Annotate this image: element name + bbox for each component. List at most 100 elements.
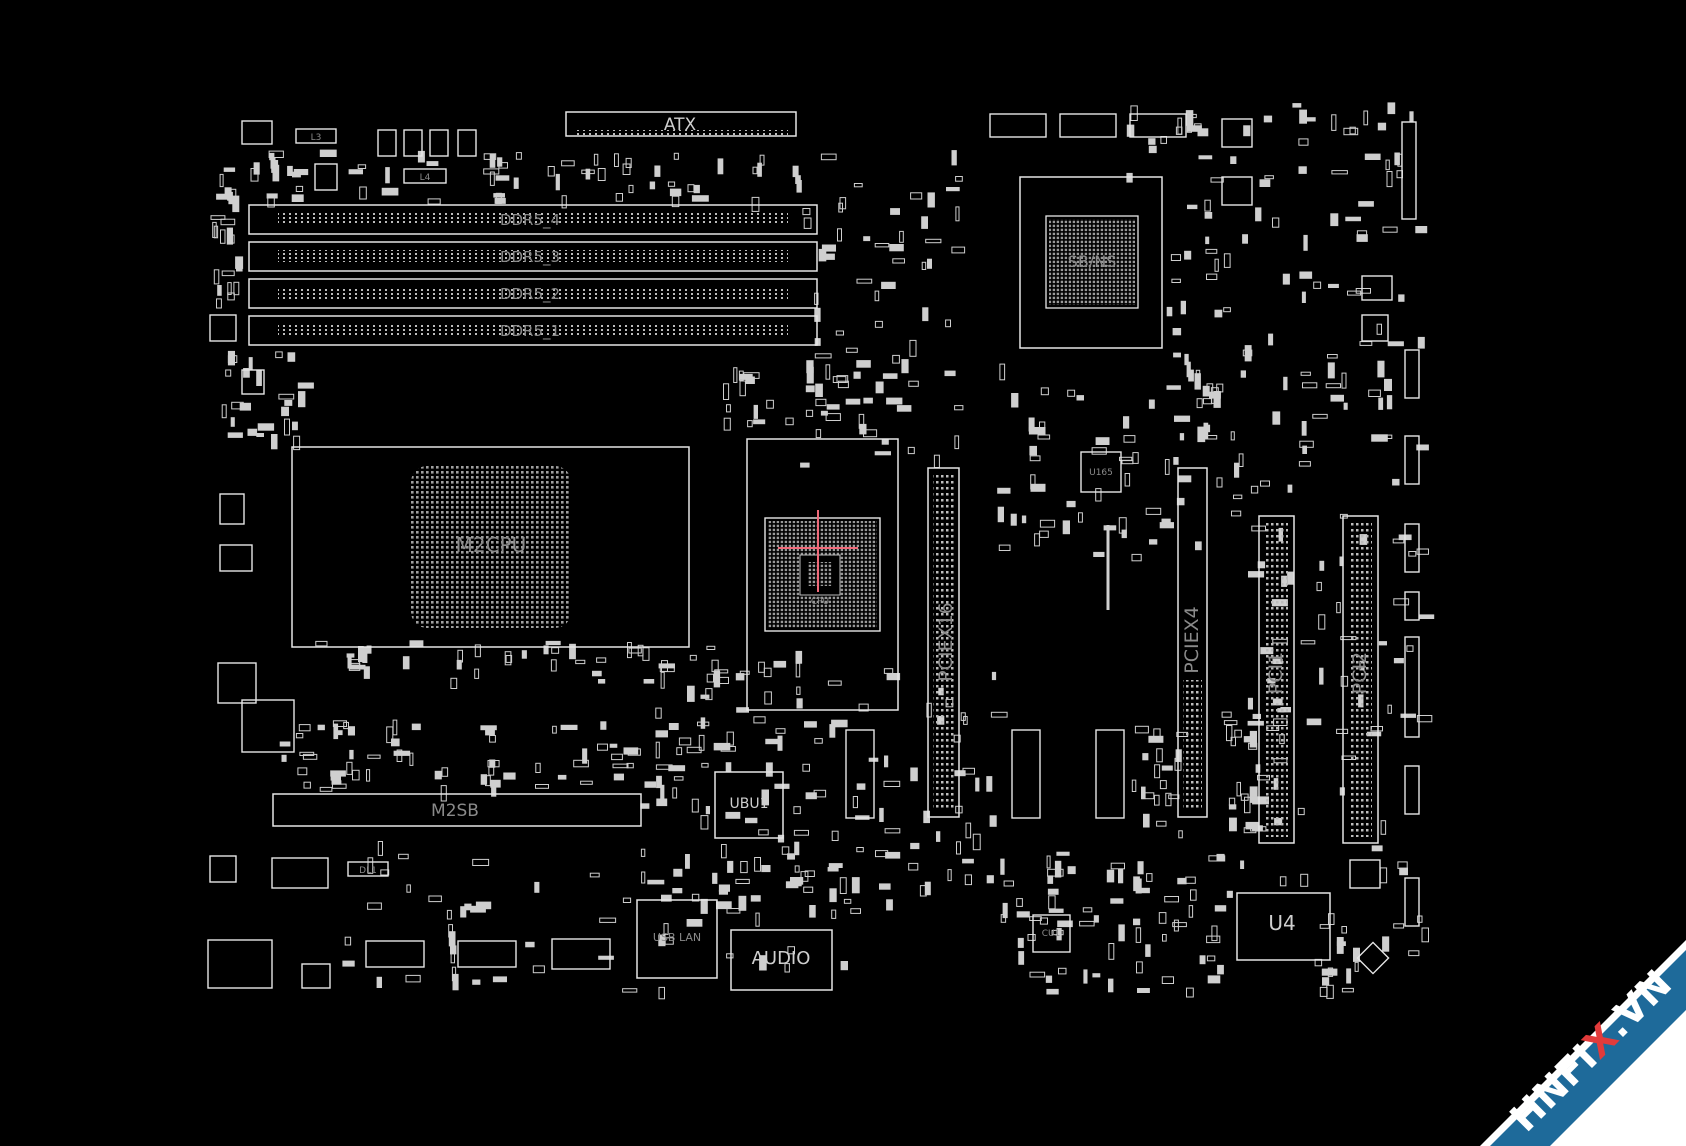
passive-pad [1067, 866, 1076, 875]
passive-pad [236, 256, 243, 272]
passive-pad [669, 188, 682, 197]
passive-pad [828, 863, 843, 868]
passive-pad [489, 759, 496, 768]
passive-pad [1349, 126, 1356, 135]
passive-pad [1149, 539, 1158, 545]
passive-pad [745, 817, 758, 824]
passive-pad [569, 643, 576, 660]
passive-pad [625, 157, 632, 168]
passive-pad [1392, 538, 1405, 544]
passive-pad [597, 168, 606, 181]
pciex4-label: PCIEX4 [1181, 606, 1203, 673]
passive-pad [700, 898, 708, 914]
passive-pad [330, 773, 342, 781]
passive-pad [480, 774, 488, 785]
bottom-left-connectors [207, 314, 611, 989]
passive-pad [1018, 951, 1025, 965]
passive-pad [859, 423, 867, 435]
passive-pad [1137, 988, 1150, 993]
passive-pad [1066, 500, 1076, 508]
passive-pad [1247, 697, 1254, 710]
passive-pad [945, 319, 951, 328]
passive-pad [1214, 309, 1223, 318]
passive-pad [485, 729, 495, 736]
passive-pad [213, 225, 219, 239]
passive-pad [446, 909, 452, 920]
passive-pad [315, 640, 328, 647]
passive-pad [946, 187, 960, 192]
passive-pad [1048, 908, 1064, 913]
passive-pad [874, 243, 890, 248]
passive-pad [726, 908, 741, 914]
passive-pad [230, 417, 235, 427]
passive-pad [947, 869, 952, 882]
passive-pad [543, 645, 549, 655]
passive-pad [740, 861, 748, 874]
passive-pad [495, 192, 502, 205]
passive-pad [678, 737, 692, 746]
passive-pad [1093, 915, 1099, 923]
passive-pad [1300, 873, 1309, 887]
passive-pad [232, 195, 240, 213]
passive-pad [673, 776, 684, 781]
passive-pad [908, 862, 919, 871]
passive-pad [409, 752, 414, 766]
passive-pad [668, 765, 686, 772]
passive-pad [1188, 905, 1194, 918]
passive-pad [921, 216, 929, 229]
passive-pad [713, 742, 731, 751]
passive-pad [1194, 123, 1202, 131]
passive-pad [1322, 977, 1330, 986]
passive-pad [596, 657, 607, 663]
passive-pad [884, 755, 889, 768]
passive-pad [805, 385, 815, 393]
passive-pad [1382, 226, 1398, 233]
passive-pad [1264, 175, 1274, 180]
passive-pad [1095, 488, 1102, 502]
passive-pad [1186, 987, 1194, 998]
passive-pad [909, 339, 917, 357]
passive-pad [1207, 975, 1221, 984]
passive-pad [889, 244, 904, 252]
passive-pad [739, 670, 750, 675]
passive-pad [450, 677, 458, 689]
passive-pad [793, 806, 801, 815]
passive-pad [615, 193, 624, 202]
passive-pad [219, 173, 224, 188]
passive-pad [1393, 598, 1410, 606]
passive-pad [342, 960, 355, 967]
passive-pad [1236, 781, 1241, 797]
passive-pad [796, 698, 803, 709]
passive-pad [217, 285, 222, 296]
passive-pad [1095, 437, 1110, 446]
passive-pad [1297, 807, 1305, 816]
passive-pad [691, 798, 699, 813]
passive-pad [239, 402, 251, 411]
passive-pad [367, 857, 374, 874]
passive-pad [1027, 934, 1036, 941]
passive-pad [672, 787, 678, 799]
passive-pad [689, 654, 697, 661]
passive-pad [1046, 988, 1059, 995]
passive-pad [1208, 855, 1226, 862]
passive-pad [998, 544, 1011, 551]
passive-pad [1092, 973, 1101, 978]
passive-pad [357, 164, 367, 170]
passive-pad [735, 673, 745, 681]
passive-pad [1166, 306, 1173, 317]
passive-pad [839, 197, 847, 210]
passive-pad [348, 169, 364, 175]
passive-pad [757, 162, 762, 177]
passive-pad [1245, 821, 1259, 830]
passive-pad [1240, 370, 1246, 378]
passive-pad [1177, 877, 1187, 885]
passive-pad [815, 398, 827, 407]
passive-pad [1306, 718, 1322, 726]
passive-pad [460, 906, 467, 918]
passive-pad [1223, 720, 1238, 726]
passive-pad [535, 784, 549, 789]
passive-pad [1121, 529, 1127, 539]
dl1-part: DL1 [347, 861, 389, 877]
m2cpu-label: M2CPU [456, 533, 527, 557]
passive-pad [428, 895, 442, 903]
